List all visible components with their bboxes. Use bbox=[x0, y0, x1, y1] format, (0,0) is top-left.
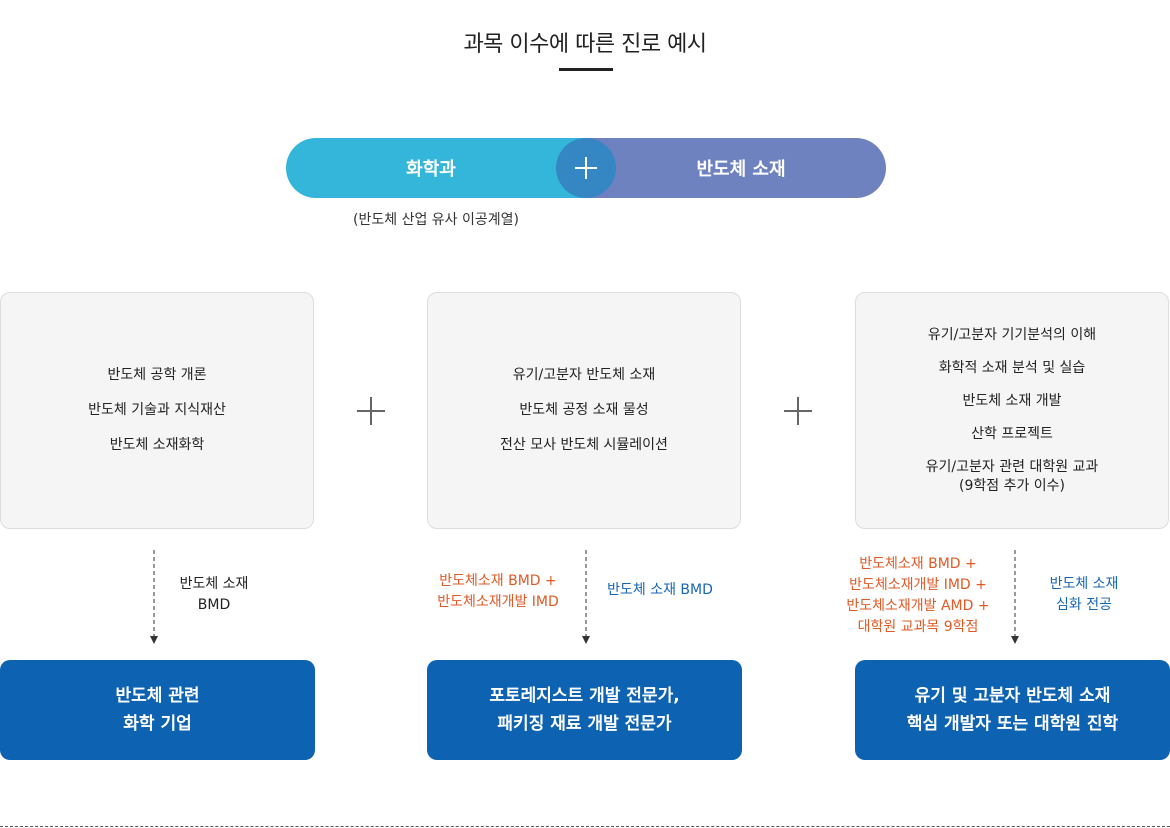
arrow-down-icon bbox=[582, 550, 590, 644]
title-underline bbox=[559, 68, 613, 71]
career-result-2: 포토레지스트 개발 전문가, 패키징 재료 개발 전문가 bbox=[427, 660, 742, 760]
career-result-3: 유기 및 고분자 반도체 소재 핵심 개발자 또는 대학원 진학 bbox=[855, 660, 1170, 760]
course-item: 반도체 소재화학 bbox=[109, 437, 205, 453]
bottom-divider bbox=[0, 826, 1170, 827]
course-item-note: (9학점 추가 이수) bbox=[958, 477, 1065, 494]
module-label-2-left: 반도체소재 BMD + 반도체소재개발 IMD bbox=[437, 573, 559, 610]
module-label-3-right: 반도체 소재 심화 전공 bbox=[1049, 576, 1119, 613]
module-label-2-right: 반도체 소재 BMD bbox=[607, 582, 713, 598]
course-item: 전산 모사 반도체 시뮬레이션 bbox=[500, 437, 668, 453]
arrow-down-icon bbox=[150, 550, 158, 644]
major-combination-pill: 화학과 반도체 소재 bbox=[286, 138, 886, 198]
arrow-down-icon bbox=[1011, 550, 1019, 644]
course-card-1: 반도체 공학 개론 반도체 기술과 지식재산 반도체 소재화학 bbox=[0, 292, 314, 529]
major-note: (반도체 산업 유사 이공계열) bbox=[353, 212, 519, 228]
page-title: 과목 이수에 따른 진로 예시 bbox=[463, 32, 707, 57]
course-item: 반도체 소재 개발 bbox=[962, 392, 1062, 409]
course-card-3: 유기/고분자 기기분석의 이해 화학적 소재 분석 및 실습 반도체 소재 개발… bbox=[855, 292, 1169, 529]
course-item: 화학적 소재 분석 및 실습 bbox=[938, 359, 1086, 376]
course-item: 산학 프로젝트 bbox=[971, 425, 1053, 442]
combine-plus-icon bbox=[556, 138, 616, 198]
course-item: 유기/고분자 관련 대학원 교과 bbox=[925, 458, 1099, 475]
career-result-1: 반도체 관련 화학 기업 bbox=[0, 660, 315, 760]
major-semiconductor-material-label: 반도체 소재 bbox=[586, 138, 886, 198]
plus-icon bbox=[356, 396, 386, 426]
module-label-3-left: 반도체소재 BMD + 반도체소재개발 IMD + 반도체소재개발 AMD + … bbox=[846, 556, 990, 635]
major-chemistry-label: 화학과 bbox=[286, 138, 586, 198]
course-item: 유기/고분자 반도체 소재 bbox=[512, 367, 656, 383]
course-item: 유기/고분자 기기분석의 이해 bbox=[927, 326, 1097, 343]
plus-icon bbox=[783, 396, 813, 426]
course-item: 반도체 공정 소재 물성 bbox=[519, 402, 649, 418]
course-item: 반도체 공학 개론 bbox=[107, 367, 207, 383]
module-label-1: 반도체 소재 BMD bbox=[179, 576, 249, 613]
course-card-2: 유기/고분자 반도체 소재 반도체 공정 소재 물성 전산 모사 반도체 시뮬레… bbox=[427, 292, 741, 529]
course-item: 반도체 기술과 지식재산 bbox=[88, 402, 226, 418]
